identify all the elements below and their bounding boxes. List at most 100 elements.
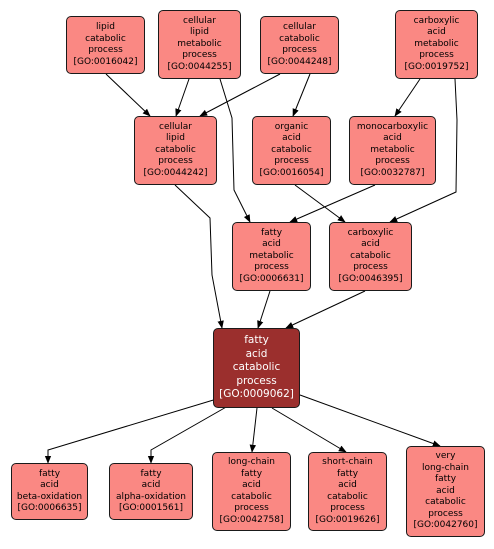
edge-arrow [44, 394, 231, 464]
go-term-label-line: very [435, 451, 456, 462]
go-term-label-line: process [234, 503, 269, 513]
go-term-label-line: fatty [140, 468, 162, 479]
edge-arrow [105, 73, 151, 117]
go-term-label-line: lipid [96, 22, 115, 32]
go-term-label-line: process [88, 45, 123, 55]
go-term-label-line: lipid [190, 27, 209, 38]
go-term-label-line: process [428, 508, 463, 519]
go-term-label-line: cellular [159, 121, 192, 132]
go-term-label-line: process [182, 50, 217, 61]
go-term-label-line: fatty [244, 334, 269, 347]
go-term-label-line: metabolic [370, 144, 415, 155]
go-term-label-line: fatty [260, 227, 283, 238]
go-term-id: [GO:0006631] [239, 273, 304, 284]
go-term-id: [GO:0019626] [315, 514, 380, 525]
go-term-id: [GO:0019752] [404, 61, 469, 72]
go-term-label-line: fatty [240, 468, 263, 479]
go-term-label-line: process [375, 156, 410, 167]
go-term-label-line: catabolic [279, 33, 320, 44]
edge-arrow [257, 290, 271, 329]
go-term-label-line: process [236, 374, 277, 387]
go-term-label-line: metabolic [414, 38, 459, 49]
go-term-id: [GO:0032787] [360, 167, 425, 178]
edge-arrow [147, 401, 236, 464]
go-term-id: [GO:0046395] [338, 273, 403, 284]
go-term-label-line: lipid [166, 133, 185, 144]
go-term-id: [GO:0044248] [267, 56, 332, 67]
edge-arrow [389, 78, 458, 223]
go-term-label-line: cellular [183, 15, 216, 26]
go-term-id: [GO:0001561] [118, 503, 184, 513]
go-term-label-line: process [353, 262, 388, 273]
go-term-label-line: catabolic [85, 33, 126, 44]
edge-arrow [271, 407, 347, 453]
go-term-label-line: acid [436, 485, 455, 496]
edge-arrow [174, 184, 224, 329]
go-term-id: [GO:0016054] [259, 167, 324, 178]
go-term-label-line: catabolic [232, 361, 281, 374]
go-term-label-line: catabolic [271, 144, 312, 155]
go-term-id: [GO:0006635] [17, 503, 82, 513]
go-term-label-line: acid [245, 347, 268, 360]
go-term-label-line: fatty [336, 468, 359, 479]
go-term-label-line: organic [274, 121, 309, 132]
edge-arrow [292, 73, 311, 117]
go-term-label-line: acid [40, 480, 59, 490]
go-term-label-line: process [330, 503, 365, 513]
go-term-label-line: metabolic [249, 250, 294, 261]
go-term-id: [GO:0042758] [219, 514, 284, 525]
edge-arrow [219, 78, 251, 223]
go-term-label-line: process [158, 156, 193, 167]
edge-arrow [285, 290, 366, 329]
go-term-label-line: acid [262, 239, 281, 250]
go-term-label-line: short-chain [322, 457, 373, 467]
go-term-label-line: carboxylic [347, 227, 394, 238]
go-term-label-line: process [419, 50, 454, 61]
go-term-label-line: acid [141, 480, 161, 490]
go-term-label-line: monocarboxylic [356, 121, 429, 132]
go-term-label-line: long-chain [421, 462, 470, 473]
go-term-id: [GO:0016042] [73, 56, 138, 67]
go-term-label-line: process [282, 45, 317, 55]
go-term-label-line: acid [361, 239, 380, 250]
edge-arrow [394, 78, 421, 117]
go-term-label-line: catabolic [350, 250, 391, 261]
go-term-label-line: cellular [283, 22, 316, 32]
go-term-label-line: fatty [434, 474, 457, 485]
go-term-id: [GO:0042760] [413, 520, 478, 531]
edge-arrow [175, 78, 190, 117]
edge-arrow [199, 73, 281, 117]
go-term-label-line: beta-oxidation [16, 491, 83, 502]
go-term-label-line: acid [282, 133, 301, 144]
go-term-label-line: catabolic [327, 491, 368, 502]
edge-arrow [294, 184, 346, 223]
edge-arrow [289, 184, 376, 223]
go-term-label-line: catabolic [425, 497, 466, 508]
go-term-label-line: process [274, 156, 309, 167]
go-term-id: [GO:0009062] [219, 388, 294, 401]
edge-arrow [299, 394, 441, 447]
go-term-id: [GO:0044255] [167, 61, 232, 72]
go-term-label-line: acid [383, 133, 402, 144]
go-term-label-line: acid [338, 480, 357, 490]
go-term-label-line: fatty [38, 468, 61, 479]
go-term-label-line: catabolic [231, 491, 272, 502]
edge-arrow [249, 407, 258, 453]
